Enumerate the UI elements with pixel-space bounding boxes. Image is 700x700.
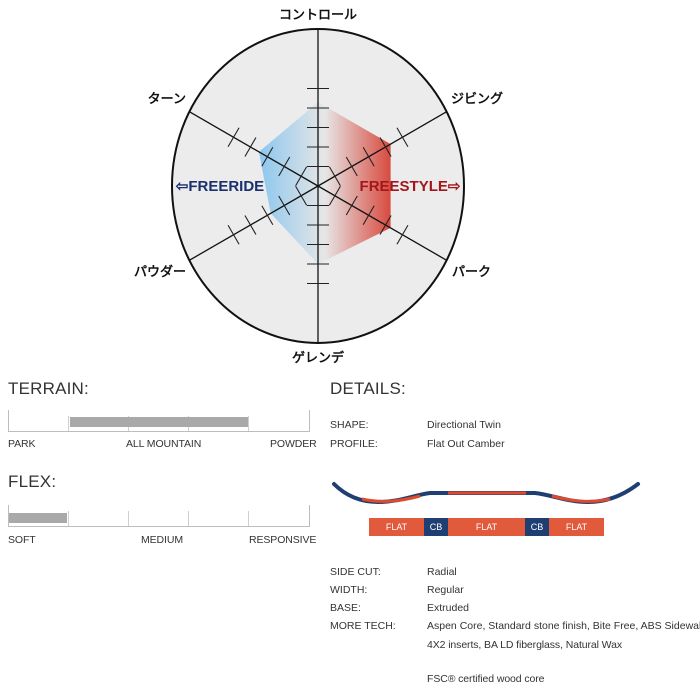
detail-key: SIDE CUT: (330, 566, 381, 578)
radar-tick (328, 185, 341, 206)
detail-key: WIDTH: (330, 584, 368, 596)
radar-tick (261, 146, 274, 167)
flex-scale (8, 505, 310, 527)
axis-label-upper-right: ジビング (451, 91, 503, 107)
radar-chart: コントロール ジビング パーク ゲレンデ パウダー ターン ⇦FREERIDE … (134, 8, 503, 366)
radar-axis-upper-left (189, 111, 319, 187)
terrain-label-park: PARK (8, 438, 36, 450)
radar-tick (362, 205, 375, 226)
fsc-note: FSC® certified wood core (427, 673, 545, 685)
radar-tick (227, 127, 240, 148)
axis-label-bottom: ゲレンデ (292, 350, 345, 366)
radar-axis-lower-right (317, 185, 447, 261)
flex-label-soft: SOFT (8, 534, 36, 546)
profile-segment-flat: FLAT (549, 518, 604, 536)
radar-tick (244, 137, 257, 157)
profile-segment-cb: CB (424, 518, 448, 536)
radar-tick (278, 156, 291, 177)
radar-tick (278, 195, 291, 216)
radar-tick (345, 195, 358, 216)
flex-range-bar (9, 513, 67, 523)
radar-axis-upper-right (317, 111, 447, 187)
radar-tick (295, 166, 308, 187)
radar-tick (362, 146, 375, 167)
flex-title: FLEX: (8, 472, 57, 491)
detail-value: Aspen Core, Standard stone finish, Bite … (427, 620, 700, 632)
axis-label-lower-right: パーク (452, 265, 491, 280)
detail-key: MORE TECH: (330, 620, 396, 632)
profile-segment-cb: CB (525, 518, 549, 536)
radar-tick (379, 215, 392, 235)
radar-tick (396, 224, 409, 245)
freeride-label: ⇦FREERIDE (175, 178, 264, 195)
radar-tick (379, 137, 392, 157)
axis-label-lower-left: パウダー (134, 264, 186, 280)
board-profile-diagram (332, 482, 640, 505)
axis-label-top: コントロール (279, 8, 357, 23)
profile-segment-bar: FLAT CB FLAT CB FLAT (369, 518, 604, 536)
radar-tick (328, 166, 341, 187)
detail-value: Directional Twin (427, 419, 501, 431)
detail-key: SHAPE: (330, 419, 369, 431)
terrain-title: TERRAIN: (8, 379, 89, 398)
terrain-label-all-mountain: ALL MOUNTAIN (126, 438, 202, 450)
radar-tick (244, 215, 257, 235)
more-tech-line2: 4X2 inserts, BA LD fiberglass, Natural W… (427, 639, 622, 651)
radar-tick (227, 224, 240, 245)
terrain-range-bar (70, 417, 248, 427)
detail-value: Radial (427, 566, 457, 578)
board-profile-flat-right (551, 494, 611, 503)
detail-key: PROFILE: (330, 438, 378, 450)
detail-value: Flat Out Camber (427, 438, 505, 450)
radar-tick (261, 205, 274, 226)
profile-segment-flat: FLAT (369, 518, 424, 536)
board-profile-flat-left (361, 494, 421, 503)
detail-value: Extruded (427, 602, 470, 614)
freestyle-label: FREESTYLE⇨ (360, 178, 461, 195)
flex-label-responsive: RESPONSIVE (249, 534, 317, 546)
radar-tick (295, 185, 308, 206)
radar-tick (345, 156, 358, 177)
profile-segment-flat: FLAT (448, 518, 525, 536)
terrain-label-powder: POWDER (270, 438, 317, 450)
axis-label-upper-left: ターン (148, 92, 186, 107)
detail-key: BASE: (330, 602, 361, 614)
flex-label-medium: MEDIUM (141, 534, 183, 546)
detail-value: Regular (427, 584, 464, 596)
details-title: DETAILS: (330, 379, 406, 398)
terrain-scale (8, 410, 310, 432)
radar-tick (396, 127, 409, 148)
radar-value-shape (258, 102, 391, 264)
radar-axis-lower-left (189, 185, 319, 261)
